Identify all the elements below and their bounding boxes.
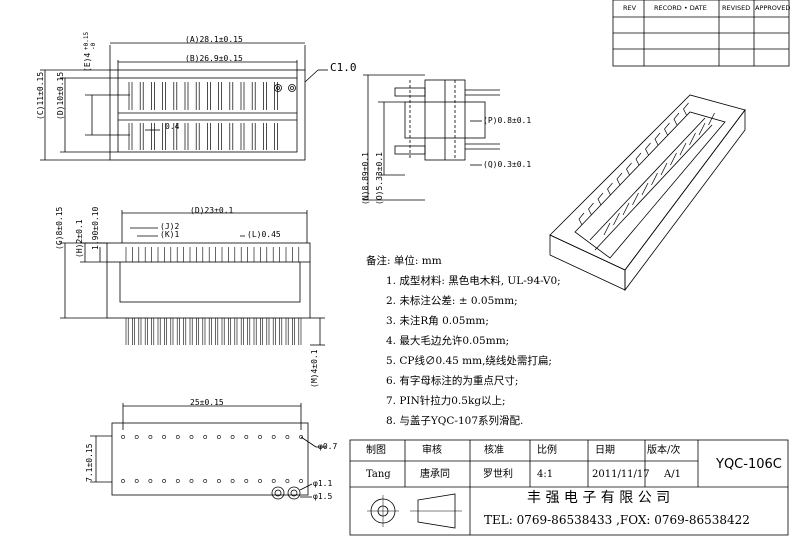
isometric-view — [549, 94, 746, 292]
tb-header-version: 版本/次 — [647, 445, 681, 456]
dim-c-vertical: (C)11±0.15 — [36, 71, 45, 120]
dim-d-vertical: (D)10±0.15 — [56, 71, 65, 120]
dim-g-vertical: (G)8±0.15 — [55, 206, 64, 250]
tb-company: 丰 强 电 子 有 限 公 司 — [527, 490, 671, 506]
dim-h-vertical: (H)2±0.1 — [75, 219, 84, 258]
dim-e-vertical: (E)4 — [83, 52, 92, 72]
dim-l: (L)0.45 — [247, 230, 281, 239]
note-item: 2. 未标注公差: ± 0.05mm; — [386, 295, 518, 307]
record-date-header: RECORD • DATE — [654, 4, 707, 12]
tb-header-approve: 核准 — [484, 445, 504, 456]
tb-scale: 4:1 — [537, 469, 554, 480]
tb-checked-by: 唐承同 — [420, 469, 450, 480]
dim-n-vertical: (N)8.89±0.1 — [361, 152, 370, 205]
dim-715-vertical: 7.1±0.15 — [85, 443, 94, 482]
dim-d11: φ1.1 — [313, 479, 333, 488]
dim-b: (B)26.9±0.15 — [185, 54, 243, 63]
dim-m-vertical: (M)4±0.1 — [310, 349, 319, 388]
dim-c: C1.0 — [330, 61, 357, 74]
rev-header: REV — [623, 4, 637, 12]
tb-contact: TEL: 0769-86538433 ,FOX: 0769-86538422 — [484, 513, 750, 527]
dim-190-vertical: 1.90±0.10 — [91, 206, 100, 250]
dim-j: (J)2 — [160, 222, 180, 231]
dim-e-tol2: -0 — [90, 42, 97, 50]
approved-header: APPROVED — [755, 4, 791, 12]
notes-title: 备注: 单位: mm — [366, 255, 442, 267]
dim-w25: 25±0.15 — [190, 398, 224, 407]
side-view — [363, 74, 500, 201]
note-item: 7. PIN针拉力0.5kg以上; — [386, 395, 506, 407]
tb-header-date: 日期 — [595, 445, 615, 456]
tb-header-scale: 比例 — [537, 445, 557, 456]
dim-a: (A)28.1±0.15 — [185, 35, 243, 44]
tb-drawn-by: Tang — [366, 469, 391, 480]
tb-date: 2011/11/17 — [592, 469, 650, 480]
dim-k: (K)1 — [160, 230, 180, 239]
note-item: 5. CP线∅0.45 mm,绕线处需打扁; — [386, 355, 552, 367]
note-item: 3. 未注R角 0.05mm; — [386, 315, 489, 327]
revision-block — [612, 0, 790, 67]
dim-d07: φ0.7 — [318, 442, 338, 451]
tb-part-number: YQC-106C — [716, 457, 782, 472]
bottom-view — [90, 403, 326, 500]
front-view — [60, 210, 325, 346]
dim-o-vertical: (O)5.33±0.1 — [375, 152, 384, 205]
note-item: 6. 有字母标注的为重点尺寸; — [386, 375, 519, 387]
dim-q: (Q)0.3±0.1 — [483, 160, 532, 169]
dim-p: (P)0.8±0.1 — [483, 116, 532, 125]
tb-approved-by: 罗世利 — [483, 469, 513, 480]
tb-version: A/1 — [664, 469, 681, 480]
title-block — [349, 439, 789, 536]
tb-header-drawn: 制图 — [366, 445, 386, 456]
dim-d15: φ1.5 — [313, 492, 333, 501]
note-item: 8. 与盖子YQC-107系列滑配. — [386, 415, 524, 427]
top-view — [40, 42, 328, 161]
tb-header-check: 审核 — [422, 445, 442, 456]
note-item: 1. 成型材料: 黑色电木料, UL-94-V0; — [386, 275, 561, 287]
note-item: 4. 最大毛边允许0.05mm; — [386, 335, 510, 347]
dim-pitch: 0.4 — [165, 122, 180, 131]
revised-header: REVISED — [722, 4, 751, 12]
dim-d23: (D)23±0.1 — [190, 206, 234, 215]
